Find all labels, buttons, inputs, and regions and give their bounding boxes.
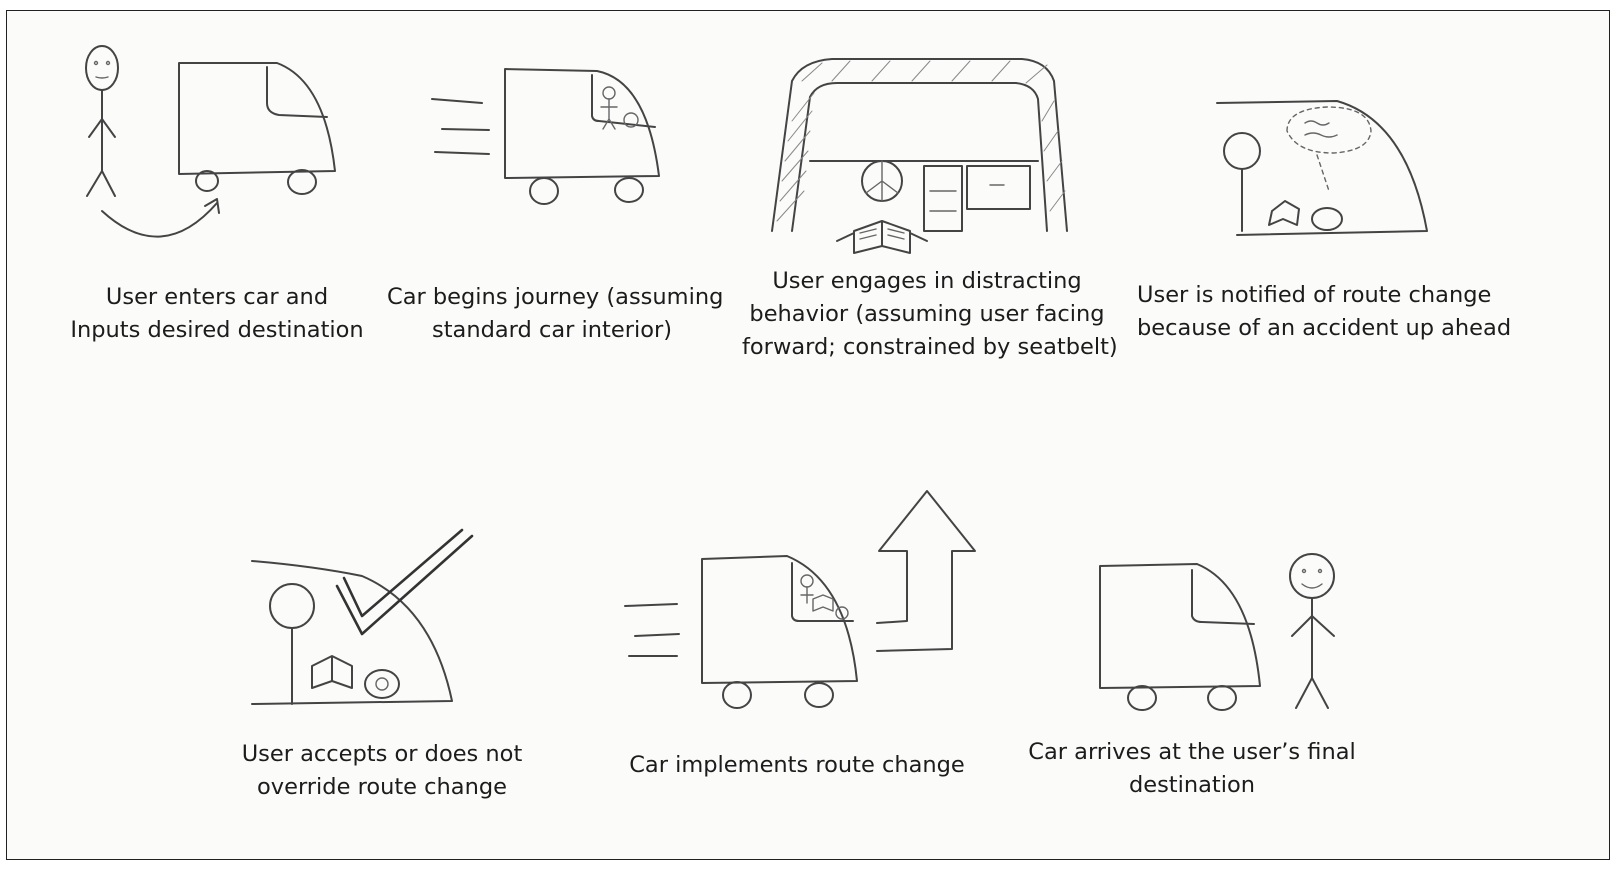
windshield-line (1216, 100, 1428, 236)
sketch-car-arrives (1099, 553, 1335, 711)
caption-line: standard car interior) (432, 317, 672, 343)
stick-figure-icon (85, 45, 119, 197)
caption-3: User engages in distracting behavior (as… (742, 265, 1118, 364)
caption-line: Car implements route change (629, 752, 965, 778)
caption-line: Car begins journey (assuming (387, 284, 724, 310)
caption-6: Car implements route change (607, 749, 987, 782)
caption-line: override route change (257, 774, 507, 800)
windshield-line (251, 560, 453, 705)
caption-line: behavior (assuming user facing (749, 301, 1105, 327)
panel-car-route-change: Car implements route change (607, 471, 987, 801)
checkmark-icon (335, 528, 474, 636)
caption-line: destination (1128, 772, 1256, 798)
caption-2: Car begins journey (assuming standard ca… (387, 281, 724, 347)
sketch-user-enters-car (85, 45, 336, 238)
caption-line: User engages in distracting (772, 268, 1082, 294)
speed-lines-icon (624, 603, 680, 657)
car-icon (178, 62, 336, 195)
caption-7: Car arrives at the user’s final destinat… (1022, 736, 1362, 802)
steering-wheel-icon (1311, 207, 1343, 231)
speed-lines-icon (431, 98, 490, 155)
user-head-icon (269, 583, 315, 705)
caption-4: User is notified of route change because… (1137, 279, 1512, 345)
speech-bubble-icon (1286, 106, 1372, 192)
caption-line: User is notified of route change (1137, 282, 1492, 308)
car-icon (701, 555, 858, 709)
panel-car-arrives: Car arrives at the user’s final destinat… (1022, 516, 1362, 806)
user-head-icon (1223, 132, 1261, 232)
caption-line: Car arrives at the user’s final (1028, 739, 1356, 765)
curved-arrow-icon (101, 198, 220, 238)
caption-line: User accepts or does not (241, 741, 523, 767)
car-icon (504, 68, 660, 205)
sketch-user-accepts (251, 528, 474, 705)
dashboard-icon (809, 160, 1039, 232)
storyboard-frame: User enters car and Inputs desired desti… (6, 10, 1610, 860)
panel-user-enters-car: User enters car and Inputs desired desti… (67, 41, 367, 351)
caption-line: forward; constrained by seatbelt) (742, 334, 1118, 360)
sketch-car-interior (771, 58, 1068, 254)
steering-wheel-icon (364, 669, 400, 699)
caption-line: User enters car and (105, 284, 329, 310)
car-icon (1099, 563, 1261, 711)
caption-1: User enters car and Inputs desired desti… (67, 281, 367, 347)
caption-line: Inputs desired destination (70, 317, 364, 343)
caption-line: because of an accident up ahead (1137, 315, 1512, 341)
panel-user-distracted: User engages in distracting behavior (as… (742, 41, 1118, 360)
panel-car-begins-journey: Car begins journey (assuming standard ca… (387, 41, 724, 351)
book-icon (311, 655, 353, 689)
smiling-stick-figure-icon (1289, 553, 1335, 709)
sketch-car-begins-journey (431, 68, 660, 205)
sketch-notification (1216, 100, 1428, 236)
book-icon (1268, 200, 1300, 226)
panel-user-accepts: User accepts or does not override route … (232, 516, 532, 806)
up-arrow-icon (876, 490, 976, 652)
sketch-car-route-change (624, 490, 976, 709)
open-book-icon (836, 220, 928, 254)
windshield-frame (771, 58, 1068, 232)
steering-wheel-icon (861, 160, 903, 202)
caption-5: User accepts or does not override route … (232, 738, 532, 804)
panel-route-change-notified: User is notified of route change because… (1137, 41, 1512, 351)
